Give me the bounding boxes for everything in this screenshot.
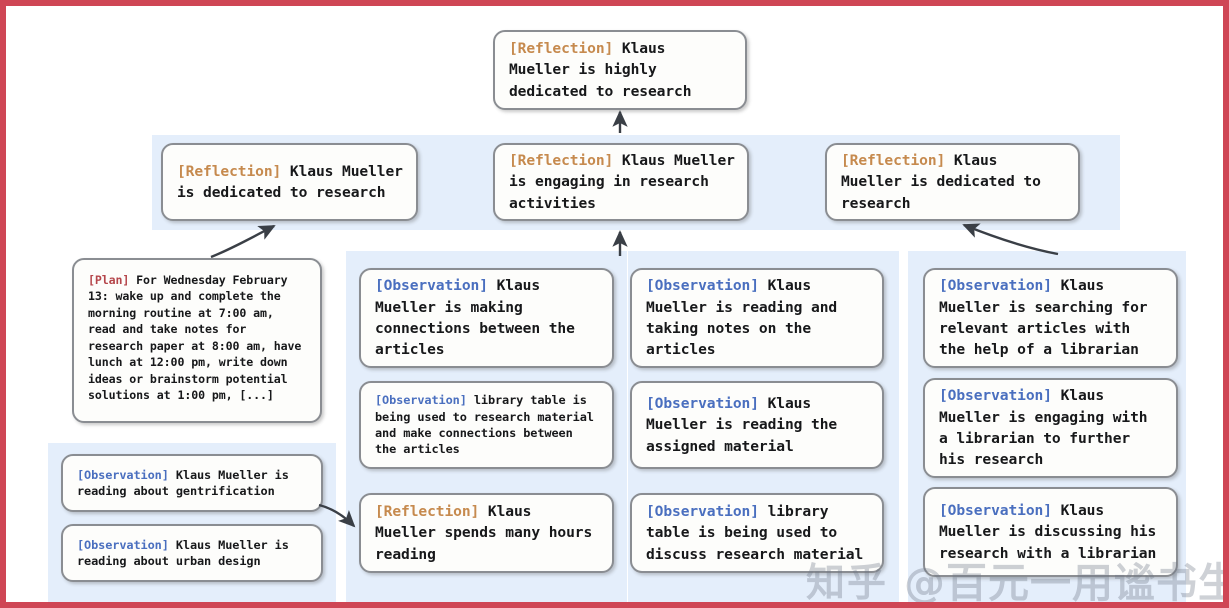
tag-reflection: [Reflection] — [841, 152, 946, 170]
node-body: Klaus Mueller is dedicated to research — [841, 152, 1050, 212]
node-text: [Reflection] Klaus Mueller is dedicated … — [841, 150, 1066, 214]
node-body: Klaus Mueller is reading and taking note… — [646, 277, 846, 359]
node-text: [Reflection] Klaus Mueller is engaging i… — [509, 150, 735, 214]
node-text: [Observation] Klaus Mueller is reading a… — [77, 537, 309, 570]
tag-observation: [Observation] — [375, 393, 467, 408]
tag-reflection: [Reflection] — [375, 503, 480, 521]
node-obs-engaging-librarian[interactable]: [Observation] Klaus Mueller is engaging … — [923, 378, 1178, 478]
node-text: [Observation] Klaus Mueller is reading t… — [646, 393, 870, 457]
tag-reflection: [Reflection] — [509, 152, 614, 170]
node-obs-taking-notes[interactable]: [Observation] Klaus Mueller is reading a… — [630, 268, 884, 368]
tag-observation: [Observation] — [77, 537, 169, 552]
node-obs-connections[interactable]: [Observation] Klaus Mueller is making co… — [359, 268, 614, 368]
node-body: Klaus Mueller is dedicated to research — [177, 162, 412, 201]
node-body: Klaus Mueller is highly dedicated to res… — [509, 40, 692, 100]
node-text: [Observation] Klaus Mueller is reading a… — [646, 275, 870, 360]
node-obs-urban-design[interactable]: [Observation] Klaus Mueller is reading a… — [61, 524, 323, 582]
tag-reflection: [Reflection] — [509, 40, 614, 58]
node-body: Klaus Mueller is reading about gentrific… — [77, 467, 296, 498]
tag-observation: [Observation] — [646, 503, 759, 521]
node-body: Klaus Mueller is engaging with a librari… — [939, 387, 1157, 469]
node-text: [Observation] Klaus Mueller is engaging … — [939, 385, 1164, 470]
node-text: [Observation] library table is being use… — [375, 392, 600, 458]
node-text: [Reflection] Klaus Mueller is dedicated … — [177, 161, 404, 204]
node-obs-discussing-librarian[interactable]: [Observation] Klaus Mueller is discussin… — [923, 487, 1178, 577]
node-body: Klaus Mueller is engaging in research ac… — [509, 152, 744, 212]
tag-observation: [Observation] — [646, 395, 759, 413]
node-mid-reflection-center[interactable]: [Reflection] Klaus Mueller is engaging i… — [493, 143, 749, 221]
node-body: Klaus Mueller is searching for relevant … — [939, 277, 1157, 359]
tag-observation: [Observation] — [939, 502, 1052, 520]
node-text: [Reflection] Klaus Mueller is highly ded… — [509, 38, 733, 102]
node-obs-assigned-material[interactable]: [Observation] Klaus Mueller is reading t… — [630, 381, 884, 469]
tag-observation: [Observation] — [939, 387, 1052, 405]
node-obs-library-table-connections[interactable]: [Observation] library table is being use… — [359, 381, 614, 469]
node-text: [Observation] Klaus Mueller is reading a… — [77, 467, 309, 500]
node-text: [Observation] Klaus Mueller is making co… — [375, 275, 600, 360]
node-text: [Observation] Klaus Mueller is discussin… — [939, 500, 1164, 564]
node-obs-library-table-discuss[interactable]: [Observation] library table is being use… — [630, 493, 884, 573]
node-mid-reflection-left[interactable]: [Reflection] Klaus Mueller is dedicated … — [161, 143, 418, 221]
tag-observation: [Observation] — [77, 467, 169, 482]
node-obs-gentrification[interactable]: [Observation] Klaus Mueller is reading a… — [61, 454, 323, 512]
tag-observation: [Observation] — [939, 277, 1052, 295]
node-body: For Wednesday February 13: wake up and c… — [88, 273, 309, 403]
node-text: [Observation] Klaus Mueller is searching… — [939, 275, 1164, 360]
node-body: Klaus Mueller is reading the assigned ma… — [646, 395, 846, 455]
node-body: Klaus Mueller spends many hours reading — [375, 503, 601, 563]
node-text: [Plan] For Wednesday February 13: wake u… — [88, 272, 308, 404]
arrow-plan-to-left-reflection — [210, 224, 276, 259]
node-text: [Observation] library table is being use… — [646, 501, 870, 565]
node-mid-reflection-right[interactable]: [Reflection] Klaus Mueller is dedicated … — [825, 143, 1080, 221]
node-body: Klaus Mueller is discussing his research… — [939, 502, 1165, 562]
node-body: library table is being used to research … — [375, 393, 601, 457]
node-root-reflection[interactable]: [Reflection] Klaus Mueller is highly ded… — [493, 30, 747, 110]
tag-observation: [Observation] — [375, 277, 488, 295]
node-body: Klaus Mueller is reading about urban des… — [77, 537, 296, 568]
tag-plan: [Plan] — [88, 273, 130, 287]
node-obs-searching-articles[interactable]: [Observation] Klaus Mueller is searching… — [923, 268, 1178, 368]
node-body: library table is being used to discuss r… — [646, 503, 864, 563]
tag-observation: [Observation] — [646, 277, 759, 295]
tag-reflection: [Reflection] — [177, 162, 282, 180]
node-text: [Reflection] Klaus Mueller spends many h… — [375, 501, 600, 565]
node-plan[interactable]: [Plan] For Wednesday February 13: wake u… — [72, 258, 322, 423]
node-reflection-hours-reading[interactable]: [Reflection] Klaus Mueller spends many h… — [359, 493, 614, 573]
node-body: Klaus Mueller is making connections betw… — [375, 277, 584, 359]
